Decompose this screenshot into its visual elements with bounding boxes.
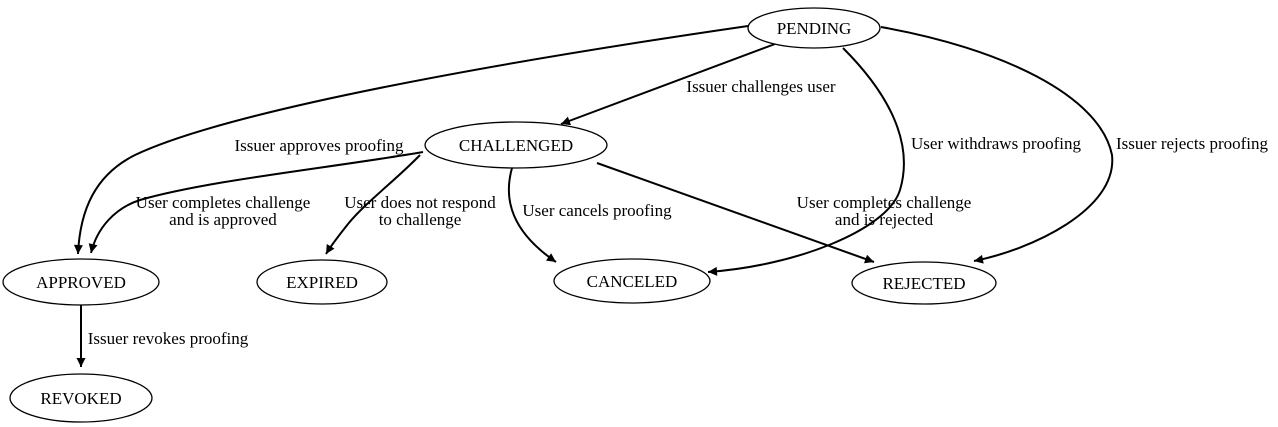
edge-challenged-rejected-label-line2: and is rejected [835,210,934,229]
edge-challenged-canceled [507,167,557,263]
canceled-label: CANCELED [587,272,678,291]
edges-layer [73,25,1114,367]
pending-ellipse [747,7,881,49]
edge-challenged-approved-label-line1: User completes challenge [136,193,311,212]
node-rejected: REJECTED [851,261,997,305]
node-approved: APPROVED [2,258,160,306]
node-expired: EXPIRED [256,259,388,305]
approved-label: APPROVED [36,273,126,292]
edge-challenged-expired [325,154,421,255]
node-canceled: CANCELED [553,258,711,304]
node-pending: PENDING [747,7,881,49]
edge-pending-canceled [707,47,905,276]
edge-pending-rejected [880,26,1114,264]
node-revoked: REVOKED [9,373,153,423]
challenged-ellipse [424,121,608,169]
nodes-layer: PENDING CHALLENGED APPROVED EXPIRED CANC… [2,7,997,423]
edge-pending-approved-label: Issuer approves proofing [234,136,404,155]
expired-ellipse [256,259,388,305]
challenged-label: CHALLENGED [459,136,573,155]
canceled-ellipse [553,258,711,304]
edge-challenged-expired-label-line2: to challenge [379,210,462,229]
edge-pending-challenged [560,43,776,126]
pending-label: PENDING [777,19,852,38]
edge-approved-revoked-label: Issuer revokes proofing [88,329,249,348]
approved-ellipse [2,258,160,306]
node-challenged: CHALLENGED [424,121,608,169]
edge-pending-approved [73,25,749,255]
rejected-ellipse [851,261,997,305]
edge-challenged-canceled-label: User cancels proofing [522,201,672,220]
edge-pending-canceled-label: User withdraws proofing [911,134,1081,153]
edge-challenged-approved [88,151,424,254]
edge-challenged-rejected-label-line1: User completes challenge [797,193,972,212]
edge-challenged-approved-label-line2: and is approved [169,210,277,229]
edge-pending-challenged-label: Issuer challenges user [686,77,836,96]
revoked-ellipse [9,373,153,423]
edge-challenged-expired-label-line1: User does not respond [344,193,496,212]
edge-labels-layer: Issuer challenges user Issuer approves p… [88,77,1269,348]
edge-challenged-rejected [596,162,875,264]
revoked-label: REVOKED [40,389,121,408]
edge-pending-rejected-label: Issuer rejects proofing [1116,134,1269,153]
rejected-label: REJECTED [882,274,965,293]
expired-label: EXPIRED [286,273,358,292]
